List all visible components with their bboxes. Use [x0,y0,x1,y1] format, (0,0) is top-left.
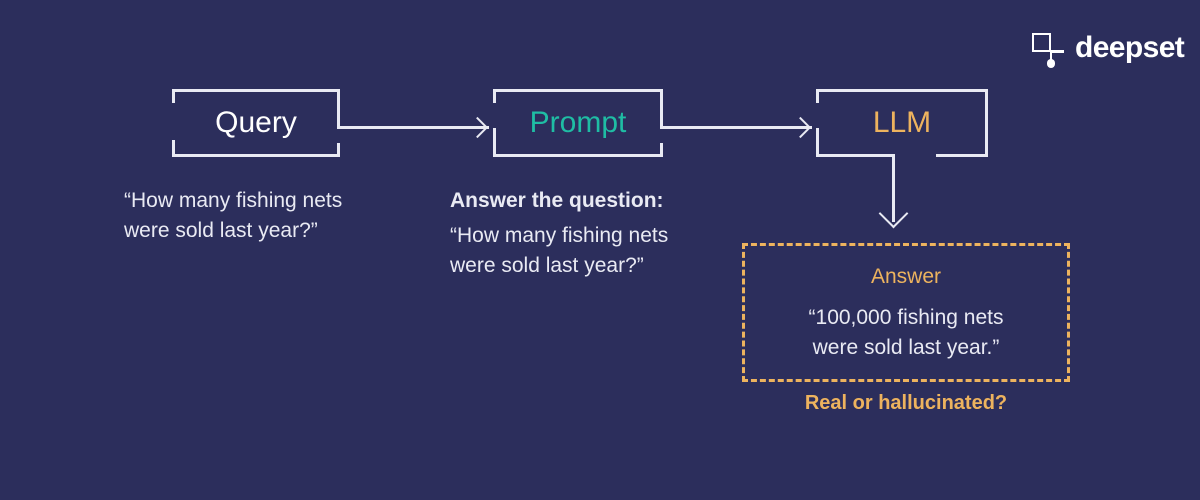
prompt-right-lower-tick [660,143,663,157]
arrow-query-to-prompt-line [337,126,489,129]
prompt-left-lower-segment [493,128,496,157]
deepset-logo: deepset [1030,26,1185,70]
answer-title: Answer [870,264,942,288]
logo-horizontal-arm [1051,50,1064,53]
query-bottom-left-tick [172,140,175,157]
flow-node-query: Query [172,89,340,157]
prompt-caption-heading: Answer the question: [450,189,664,212]
query-bottom-bar [172,154,340,157]
prompt-right-upper-segment [660,89,663,128]
flow-node-prompt-label: Prompt [529,106,627,139]
logo-dot [1046,59,1056,68]
brand-name: deepset [1075,31,1185,64]
query-top-left-tick [172,89,175,103]
prompt-bottom-bar [493,154,663,157]
answer-text-line-2: were sold last year.” [812,336,1000,359]
query-right-lower-tick [337,143,340,157]
flow-node-prompt: Prompt [493,89,663,157]
prompt-caption: Answer the question: “How many fishing n… [450,186,750,280]
query-caption-line-1: “How many fishing nets [124,189,343,212]
query-right-upper-segment [337,89,340,128]
query-caption: “How many fishing nets were sold last ye… [124,186,424,246]
prompt-caption-line-2: were sold last year?” [450,253,644,277]
llm-right-bar [985,89,988,157]
answer-text: “100,000 fishing nets were sold last yea… [809,303,1004,364]
llm-top-left-tick [816,89,819,103]
flow-node-llm: LLM [816,89,988,157]
answer-text-line-1: “100,000 fishing nets [808,305,1004,329]
llm-left-lower-segment [816,128,819,157]
llm-bottom-bar-right [936,154,988,157]
flow-node-query-label: Query [215,106,297,139]
query-top-bar [172,89,340,92]
hallucination-note: Real or hallucinated? [804,392,1008,414]
logo-vertical-arm [1049,50,1053,60]
arrow-llm-to-answer-line [892,154,895,222]
llm-top-bar [816,89,988,92]
arrow-prompt-to-llm-head-icon [789,116,812,139]
flow-node-llm-label: LLM [872,106,932,139]
answer-box: Answer “100,000 fishing nets were sold l… [742,243,1070,382]
llm-bottom-bar-left [816,154,892,157]
logo-square-shape [1032,33,1051,52]
arrow-prompt-to-llm-line [660,126,812,129]
arrow-llm-to-answer-head-icon [878,198,909,229]
prompt-top-left-tick [493,89,496,103]
arrow-query-to-prompt-head-icon [466,116,489,139]
prompt-top-bar [493,89,663,92]
deepset-logo-icon [1030,29,1068,68]
prompt-caption-line-1: “How many fishing nets [450,223,669,247]
query-caption-line-2: were sold last year?” [124,218,318,242]
